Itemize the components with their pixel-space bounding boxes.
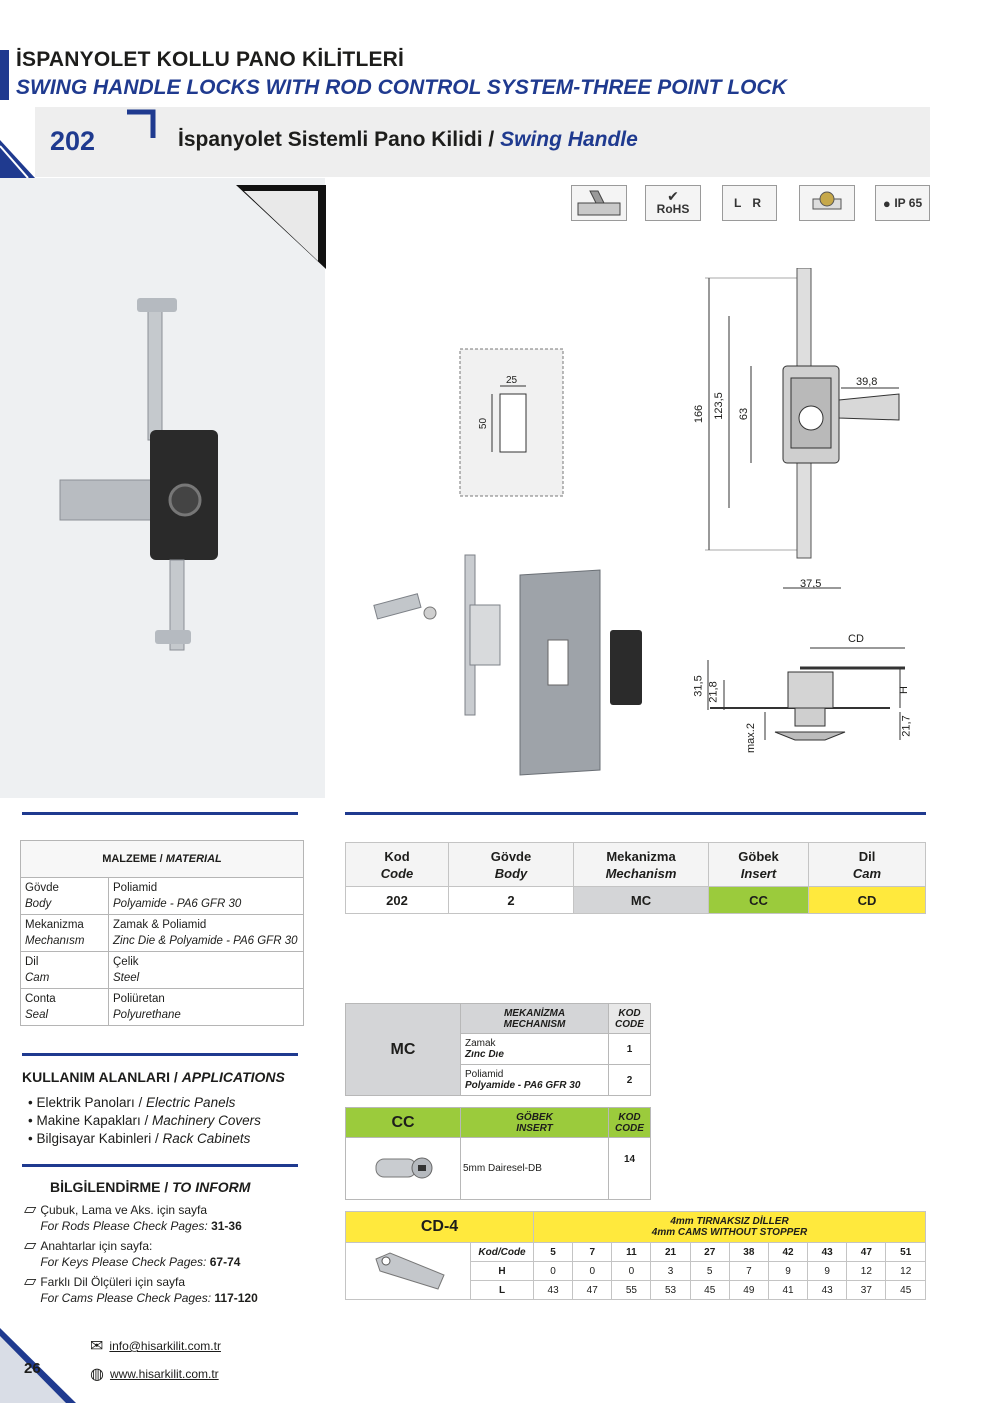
- dim-37-5: 37,5: [800, 578, 822, 590]
- page-title-en: SWING HANDLE LOCKS WITH ROD CONTROL SYST…: [16, 76, 787, 99]
- cylinder-icon: [799, 185, 855, 221]
- product-name-tr: İspanyolet Sistemli Pano Kilidi: [178, 128, 483, 151]
- list-item: • Makine Kapakları / Machinery Covers: [28, 1113, 261, 1128]
- left-right-icon: L R: [722, 185, 777, 221]
- cutout-drawing: [459, 348, 564, 497]
- dim-63: 63: [738, 407, 751, 421]
- side-view-drawing: [707, 647, 905, 741]
- document-icon: ▱: [24, 1237, 37, 1254]
- list-item: • Elektrik Panoları / Electric Panels: [28, 1095, 236, 1110]
- corner-triangle-icon: [0, 140, 35, 178]
- document-icon: ▱: [24, 1201, 37, 1218]
- page-title-tr: İSPANYOLET KOLLU PANO KİLİTLERİ: [16, 48, 405, 71]
- left-right-label: L R: [733, 196, 766, 210]
- photo-corner-icon: [236, 185, 326, 269]
- footer-corner-icon: [0, 1328, 76, 1403]
- dim-39-8: 39,8: [856, 376, 878, 388]
- insert-image-icon: [375, 1157, 433, 1179]
- ip65-label: IP 65: [894, 196, 923, 210]
- web-link[interactable]: www.hisarkilit.com.tr: [109, 1367, 219, 1381]
- cam-image-icon: [375, 1251, 445, 1290]
- swing-handle-lock-photo: [59, 298, 218, 651]
- page-number: 26: [24, 1360, 41, 1377]
- divider-right: [345, 812, 926, 815]
- inform-title: BİLGİLENDİRME / TO INFORM: [50, 1179, 251, 1195]
- dim-123-5: 123,5: [712, 392, 725, 420]
- rohs-icon: ✔RoHS: [645, 185, 701, 221]
- cc-label: CC: [345, 1107, 461, 1138]
- divider-applications: [22, 1053, 298, 1056]
- exploded-view-drawing: [373, 554, 642, 776]
- header-accent-bar: [0, 50, 9, 100]
- divider-inform: [22, 1164, 298, 1167]
- rohs-label: RoHS: [656, 202, 690, 216]
- dim-31-5: 31,5: [692, 675, 705, 697]
- cam-photo: [345, 1242, 471, 1300]
- dim-21-8: 21,8: [707, 681, 720, 703]
- table-row: 202 2 MC CC CD: [345, 886, 926, 914]
- front-view-drawing: [705, 268, 900, 589]
- email-row[interactable]: ✉ info@hisarkilit.com.tr: [90, 1336, 221, 1356]
- cutout-height-label: 50: [478, 417, 490, 430]
- dim-h: H: [897, 686, 910, 694]
- insert-photo: [345, 1137, 461, 1200]
- product-band: [35, 107, 930, 177]
- email-link[interactable]: info@hisarkilit.com.tr: [109, 1339, 221, 1353]
- product-name-en: Swing Handle: [500, 128, 638, 151]
- mc-label: MC: [345, 1003, 461, 1096]
- cutout-width-label: 25: [506, 375, 518, 386]
- dim-cd: CD: [848, 633, 864, 645]
- inform-item-keys: ▱ Anahtarlar için sayfa:For Keys Please …: [24, 1237, 241, 1270]
- table-row: 5mm Dairesel-DB 14: [345, 1137, 651, 1200]
- list-item: • Bilgisayar Kabinleri / Rack Cabinets: [28, 1131, 251, 1146]
- web-row[interactable]: ◍ www.hisarkilit.com.tr: [90, 1364, 219, 1384]
- envelope-icon: ✉: [90, 1338, 104, 1355]
- dim-max2: max.2: [744, 723, 757, 753]
- document-icon: ▱: [24, 1273, 37, 1290]
- divider-left: [22, 812, 298, 815]
- applications-title: KULLANIM ALANLARI / APPLICATIONS: [22, 1069, 285, 1085]
- globe-icon: ◍: [90, 1366, 104, 1383]
- material-title: MALZEME / MATERIAL: [20, 840, 304, 878]
- product-name-sep: /: [488, 128, 495, 151]
- dim-166: 166: [693, 404, 706, 424]
- applications-list: • Elektrik Panoları / Electric Panels • …: [28, 1094, 261, 1148]
- dim-21-7: 21,7: [900, 715, 913, 737]
- product-number: 202: [50, 126, 96, 156]
- cd-label: CD-4: [345, 1211, 534, 1243]
- product-name: İspanyolet Sistemli Pano Kilidi / Swing …: [178, 128, 638, 152]
- ip65-icon: ● IP 65: [875, 185, 930, 221]
- rail-icon: [571, 185, 627, 221]
- corner-bracket-icon: [127, 109, 156, 138]
